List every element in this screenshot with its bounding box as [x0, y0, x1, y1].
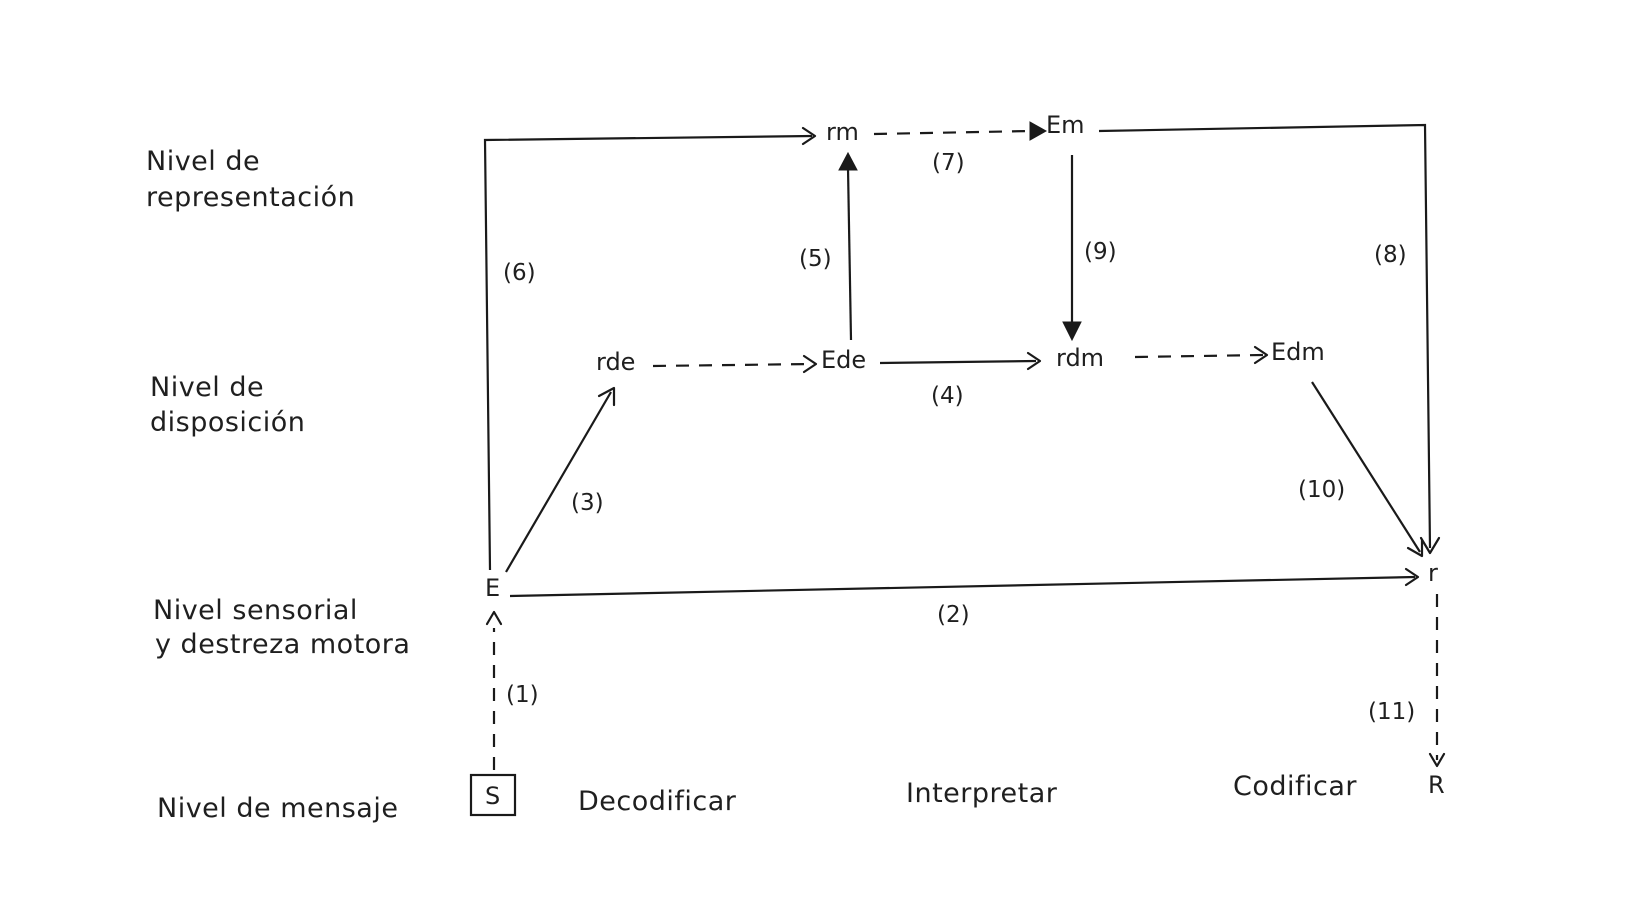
edge-4-arrowhead [1026, 351, 1042, 371]
edge-3-arrowhead [597, 386, 616, 407]
node-ede: Ede [821, 346, 866, 374]
edge-8-line [1098, 123, 1432, 549]
level-sensory-line2: y destreza motora [155, 629, 410, 660]
level-representation-line1: Nivel de [146, 146, 260, 177]
edge-8-arrowhead [1419, 536, 1441, 555]
node-s: S [485, 782, 500, 810]
edge-7-arrowhead [1029, 121, 1048, 141]
edge-label-7: (7) [932, 150, 965, 176]
edge-rdm-edm-line [1134, 353, 1264, 359]
node-rm: rm [826, 118, 859, 146]
node-rdm: rdm [1056, 344, 1104, 372]
edge-label-2: (2) [937, 602, 970, 628]
stage-encode: Codificar [1233, 771, 1357, 802]
node-em: Em [1046, 111, 1085, 139]
node-s-box [469, 773, 517, 817]
edge-label-6: (6) [503, 260, 536, 286]
edge-label-3: (3) [571, 490, 604, 516]
edge-rde-ede-arrowhead [802, 354, 818, 374]
nodes: rm Em rde Ede rdm Edm E r S R [469, 111, 1445, 817]
node-edm: Edm [1271, 338, 1325, 366]
stage-interpret: Interpretar [906, 778, 1058, 809]
edge-label-1: (1) [506, 682, 539, 708]
edge-6-line [483, 134, 813, 571]
edge-label-5: (5) [799, 246, 832, 272]
level-disposition-line2: disposición [150, 407, 305, 438]
edge-7-line [873, 129, 1031, 136]
edge-10-line [1311, 381, 1421, 553]
edge-rdm-edm-arrowhead [1253, 345, 1269, 365]
edge-4-line [879, 359, 1037, 365]
node-e: E [485, 574, 500, 602]
edge-label-9: (9) [1084, 239, 1117, 265]
node-r: r [1428, 559, 1438, 587]
level-sensory-line1: Nivel sensorial [153, 595, 358, 626]
edge-5-line [846, 167, 853, 341]
edge-1-arrowhead [485, 610, 503, 626]
level-message: Nivel de mensaje [157, 793, 398, 824]
edge-labels: (1) (2) (3) (4) (5) (6) (7) (8) (9) (10)… [503, 150, 1415, 725]
edge-3-line [505, 391, 612, 573]
edges [483, 121, 1446, 770]
edge-10-arrowhead [1406, 538, 1424, 558]
edge-5-arrowhead [838, 151, 858, 171]
edge-11-arrowhead [1428, 752, 1446, 768]
node-rde: rde [596, 348, 635, 376]
edge-label-10: (10) [1298, 477, 1345, 503]
edge-2-arrowhead [1404, 567, 1420, 587]
stage-labels: Decodificar Interpretar Codificar [578, 771, 1357, 817]
level-representation-line2: representación [146, 182, 355, 213]
edge-9-arrowhead [1062, 321, 1082, 342]
edge-label-8: (8) [1374, 242, 1407, 268]
stage-decode: Decodificar [578, 786, 737, 817]
edge-label-11: (11) [1368, 699, 1415, 725]
edge-2-line [509, 575, 1416, 598]
node-big-r: R [1428, 771, 1445, 799]
level-labels: Nivel de representación Nivel de disposi… [146, 146, 410, 824]
edge-rde-ede-line [652, 362, 813, 368]
edge-label-4: (4) [931, 383, 964, 409]
level-disposition-line1: Nivel de [150, 372, 264, 403]
edge-6-arrowhead [801, 126, 817, 146]
